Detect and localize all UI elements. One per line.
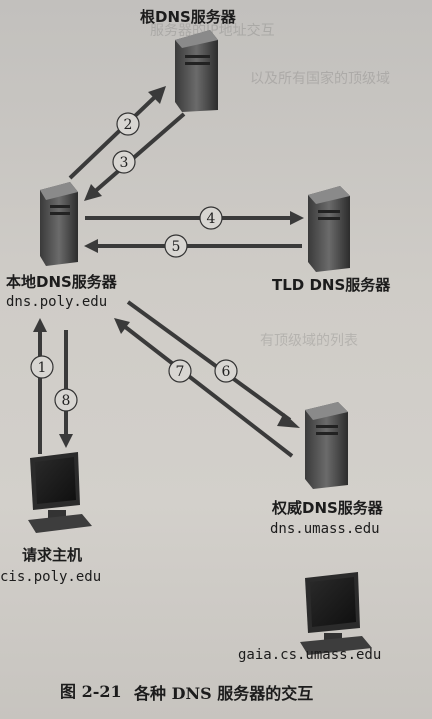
arrowhead-step-3 [84, 184, 102, 201]
tld-server-label: TLD DNS服务器 [272, 276, 391, 294]
arrowhead-step-6 [277, 413, 300, 428]
auth-server-host: dns.umass.edu [270, 521, 380, 537]
arrowhead-step-1 [33, 318, 47, 332]
step-label-5: 5 [172, 239, 181, 255]
target-host: gaia.cs.umass.edu [238, 647, 382, 663]
step-label-7: 7 [176, 364, 185, 380]
step-label-3: 3 [120, 155, 129, 171]
arrowhead-step-5 [84, 239, 98, 253]
arrowhead-step-2 [148, 86, 166, 104]
step-label-6: 6 [222, 364, 231, 380]
arrows [33, 86, 304, 458]
arrow-step-2 [68, 92, 160, 180]
auth-server-icon [305, 402, 348, 489]
requester-label: 请求主机 [22, 546, 83, 564]
step-circle-8 [54, 388, 78, 412]
step-circle-6 [214, 359, 238, 383]
arrowhead-step-7 [114, 318, 130, 334]
step-circle-7 [168, 359, 192, 383]
local-server-host: dns.poly.edu [6, 294, 108, 310]
arrowhead-step-4 [290, 211, 304, 225]
step-circle-1 [30, 355, 54, 379]
target-computer-icon [300, 572, 372, 655]
local-server-label: 本地DNS服务器 [6, 273, 117, 291]
step-circle-4 [199, 206, 223, 230]
local-server-icon [40, 182, 78, 266]
step-circle-2 [116, 112, 140, 136]
step-label-2: 2 [124, 117, 133, 133]
requester-host: cis.poly.edu [0, 569, 102, 585]
figure-title: 各种 DNS 服务器的交互 [134, 684, 314, 703]
arrow-step-7 [122, 324, 294, 458]
auth-server-label: 权威DNS服务器 [272, 499, 383, 517]
figure-number: 图 2-21 [60, 682, 122, 701]
root-server-icon [175, 30, 218, 112]
step-label-8: 8 [62, 393, 71, 409]
step-circle-5 [164, 234, 188, 258]
step-markers: 2 3 4 5 6 7 1 8 [30, 112, 238, 412]
step-label-4: 4 [207, 211, 216, 227]
step-circle-3 [112, 150, 136, 174]
tld-server-icon [308, 186, 350, 272]
arrowhead-step-8 [59, 434, 73, 448]
requester-computer-icon [28, 452, 92, 533]
arrow-step-6 [126, 300, 292, 422]
arrow-step-3 [90, 112, 186, 196]
root-server-label: 根DNS服务器 [140, 8, 236, 26]
step-label-1: 1 [38, 360, 47, 376]
